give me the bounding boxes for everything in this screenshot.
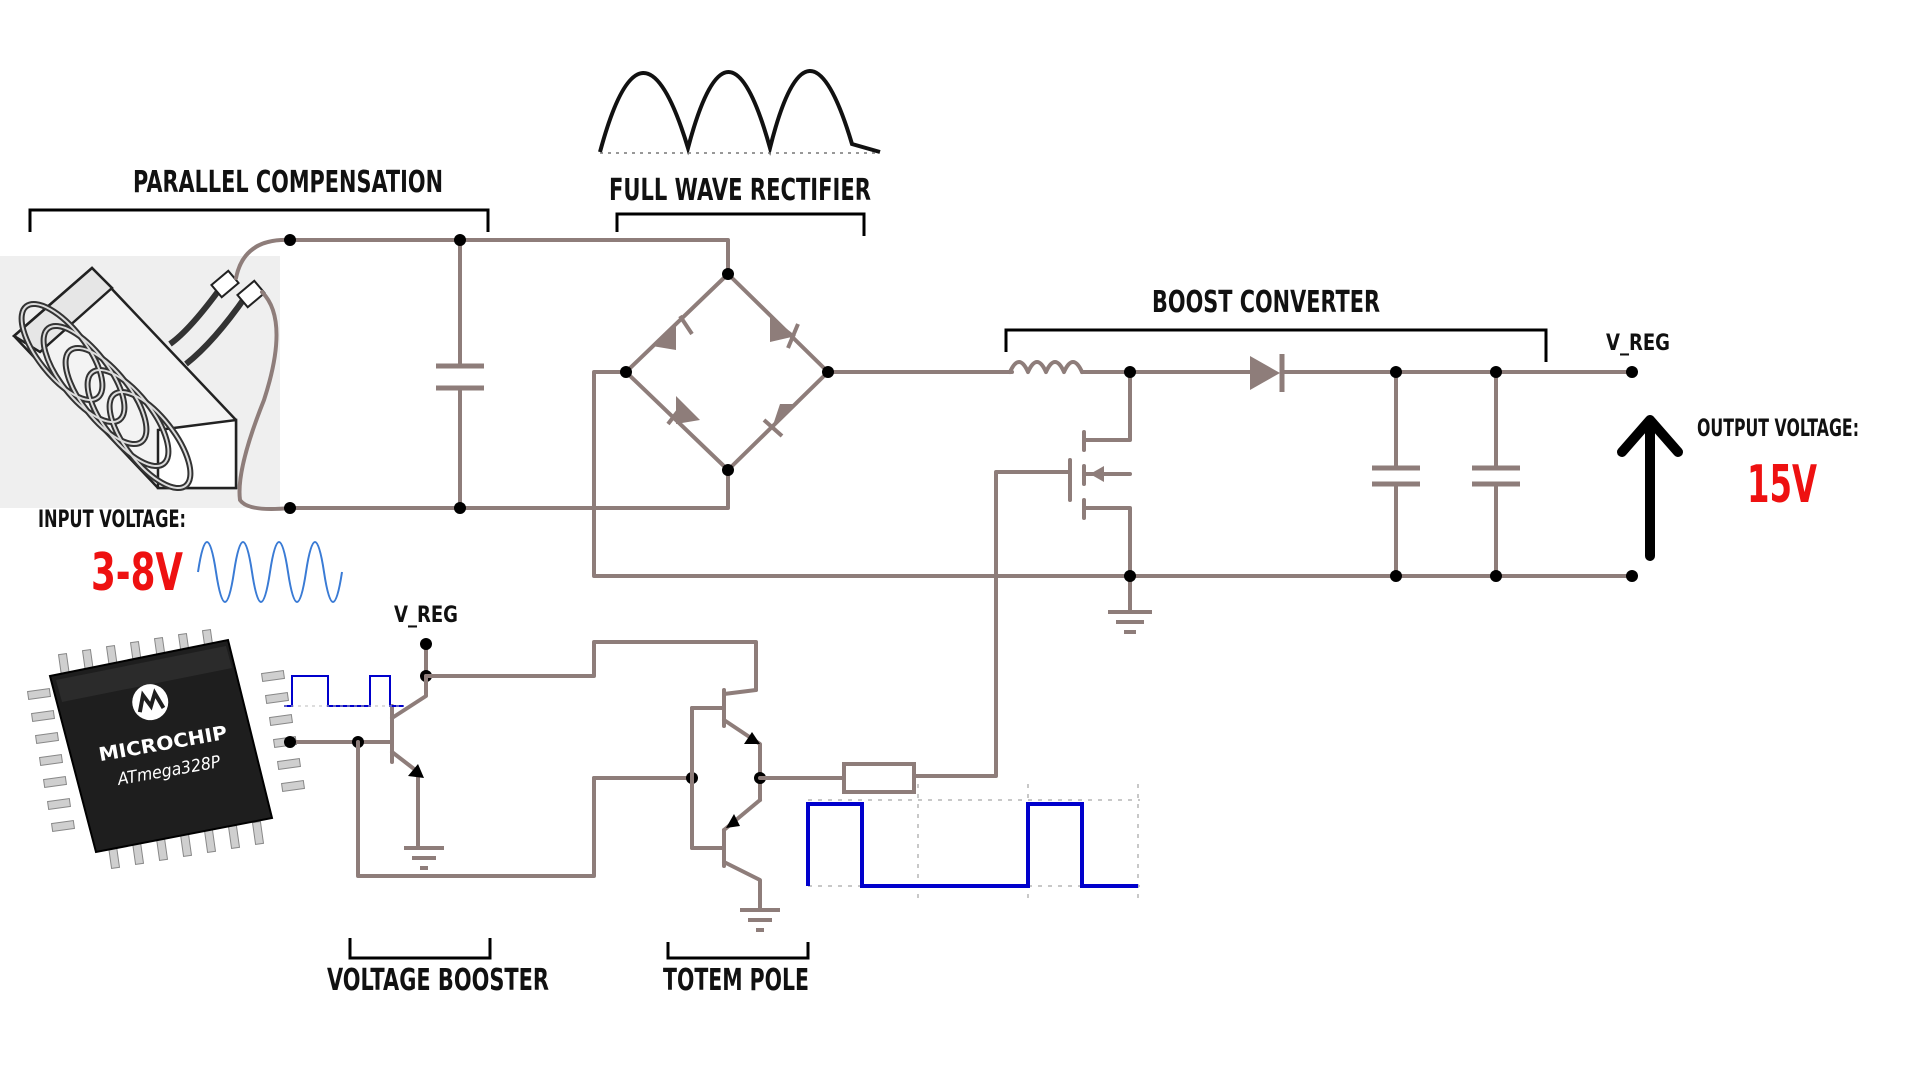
sine-wave-graphic — [197, 541, 343, 603]
bracket-voltage-booster — [348, 938, 492, 960]
input-voltage-value: 3-8V — [91, 543, 183, 603]
bracket-full-wave-rectifier — [615, 212, 866, 236]
output-voltage-value: 15V — [1747, 455, 1817, 515]
coil-icon — [0, 256, 280, 508]
label-input-voltage: INPUT VOLTAGE: — [38, 505, 186, 533]
label-totem-pole: TOTEM POLE — [663, 963, 809, 998]
bracket-parallel-compensation — [28, 208, 490, 232]
label-voltage-booster: VOLTAGE BOOSTER — [327, 963, 549, 998]
label-output-voltage: OUTPUT VOLTAGE: — [1697, 414, 1859, 442]
label-parallel-compensation: PARALLEL COMPENSATION — [133, 165, 443, 200]
npn-transistor — [390, 674, 428, 850]
rectified-wave-graphic — [598, 69, 881, 156]
ground-icon — [1108, 574, 1152, 634]
inductor — [1008, 360, 1084, 374]
bracket-totem-pole — [666, 942, 810, 960]
pwm-large-graphic — [806, 784, 1140, 900]
bridge-rectifier — [624, 272, 830, 472]
bracket-boost-converter — [1004, 328, 1548, 362]
totem-pole-transistors — [592, 688, 762, 910]
label-boost-converter: BOOST CONVERTER — [1152, 285, 1380, 320]
pwm-small-graphic — [284, 675, 404, 707]
microchip-icon: MICROCHIP ATmega328P — [26, 628, 306, 870]
label-full-wave-rectifier: FULL WAVE RECTIFIER — [609, 173, 871, 208]
label-v-reg-output: V_REG — [1606, 331, 1670, 356]
mosfet — [912, 370, 1132, 778]
arrow-up-icon — [1617, 415, 1683, 561]
label-v-reg-booster: V_REG — [394, 603, 458, 628]
